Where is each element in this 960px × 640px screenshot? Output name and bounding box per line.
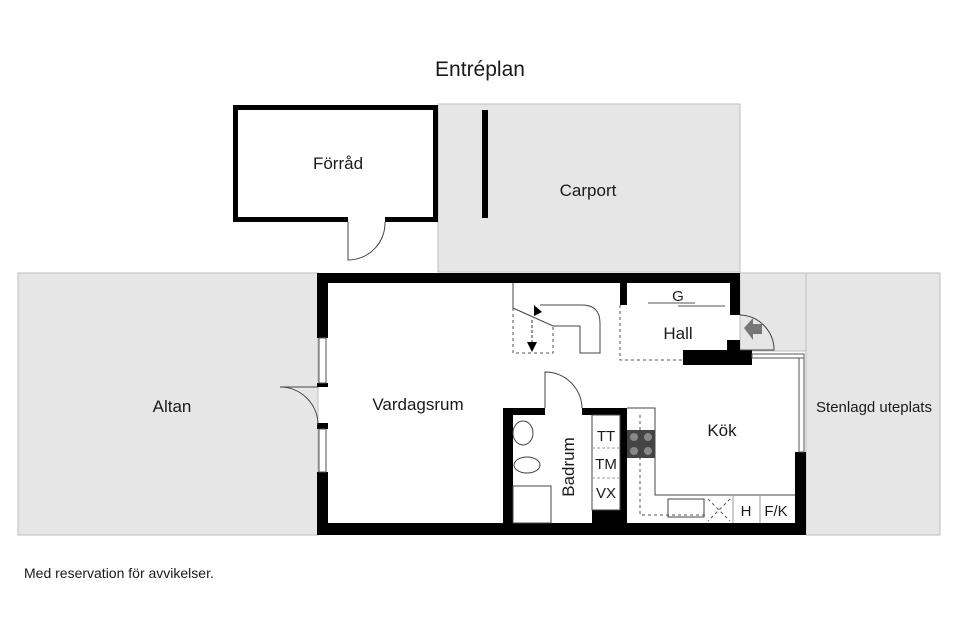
carport-area (437, 103, 741, 273)
dishwasher (707, 498, 731, 522)
room-label-vardagsrum: Vardagsrum (372, 395, 463, 414)
fixture-tm: TM (595, 456, 617, 473)
uteplats-area (805, 272, 941, 536)
stairs-up-arrow-icon (534, 305, 542, 316)
window-left-2 (318, 428, 327, 473)
plan-title: Entréplan (435, 58, 525, 81)
forrad-door[interactable] (347, 221, 386, 261)
room-label-badrum: Badrum (559, 437, 578, 497)
entry-area (739, 272, 807, 352)
room-label-forrad: Förråd (313, 154, 363, 173)
entry-door[interactable] (739, 314, 775, 351)
carport-post (482, 110, 488, 218)
fixture-g: G (672, 288, 684, 305)
house-walls (317, 273, 806, 535)
stairs-below (512, 308, 554, 354)
room-label-uteplats: Stenlagd uteplats (816, 399, 932, 416)
laundry-column (591, 414, 621, 511)
altan-area (17, 272, 319, 536)
altan-door[interactable] (279, 386, 319, 426)
room-label-carport: Carport (560, 181, 617, 200)
stairs-down-arrow-icon (527, 342, 537, 352)
shower (512, 485, 552, 524)
fixture-vx: VX (596, 485, 616, 502)
fixture-tt: TT (597, 428, 615, 445)
window-entry (751, 353, 805, 359)
room-label-kok: Kök (707, 421, 737, 440)
fixture-h: H (741, 503, 752, 520)
room-label-hall: Hall (663, 324, 692, 343)
window-left-1 (318, 337, 327, 384)
toilet (513, 456, 541, 474)
hall-boundary (619, 305, 683, 361)
entry-arrow-icon (744, 318, 762, 340)
window-right (798, 357, 805, 453)
stairs (512, 283, 601, 354)
footer-disclaimer: Med reservation för avvikelser. (24, 565, 214, 581)
sink (667, 498, 705, 518)
room-label-altan: Altan (153, 397, 192, 416)
badrum-door[interactable] (544, 371, 583, 409)
washbasin (512, 420, 534, 446)
forrad-walls (233, 105, 438, 222)
fixture-fk: F/K (764, 503, 787, 520)
